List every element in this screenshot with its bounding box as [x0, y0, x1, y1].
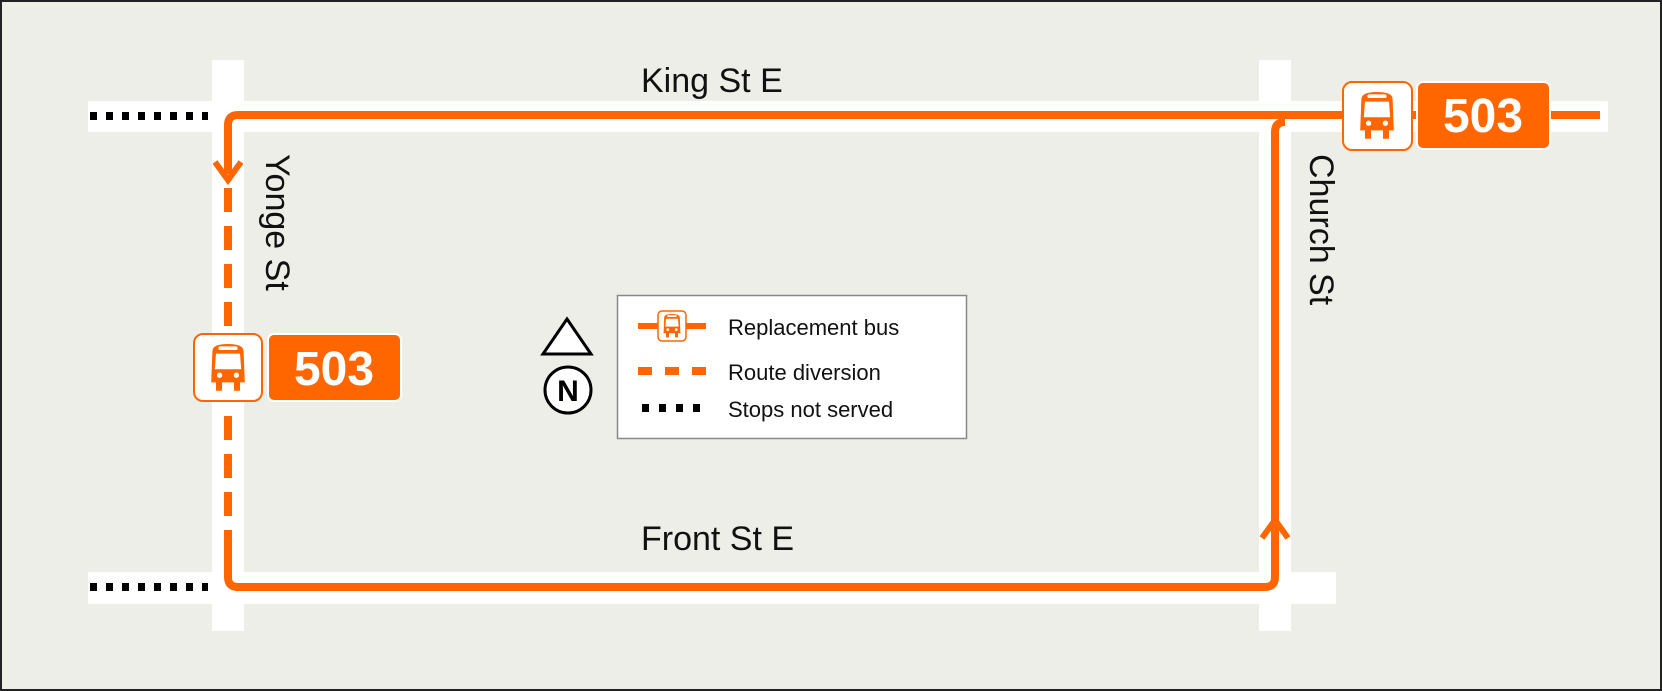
legend-label: Route diversion: [728, 360, 881, 385]
legend-item-stops-not-served: Stops not served: [642, 397, 893, 422]
legend-item-route-diversion: Route diversion: [638, 360, 881, 385]
street-label-front: Front St E: [641, 520, 794, 558]
route-number: 503: [1443, 90, 1523, 143]
street-label-yonge: Yonge St: [258, 154, 296, 291]
replacement-bus-route: [224, 111, 1600, 591]
direction-arrow-up-icon: [1259, 514, 1291, 540]
street-label-king: King St E: [641, 62, 783, 100]
route-number: 503: [294, 343, 374, 396]
compass-label: N: [557, 375, 579, 408]
route-badge-king: 503: [1342, 81, 1551, 151]
legend-item-replacement-bus: Replacement bus: [638, 310, 899, 342]
legend-label: Replacement bus: [728, 315, 899, 340]
north-arrow-icon: N: [540, 316, 594, 415]
legend: Replacement bus Route diversion Stops no…: [616, 294, 968, 440]
direction-arrow-down-icon: [212, 160, 244, 186]
street-label-church: Church St: [1302, 154, 1340, 306]
legend-label: Stops not served: [728, 397, 893, 422]
route-badge-yonge: 503: [193, 333, 402, 402]
